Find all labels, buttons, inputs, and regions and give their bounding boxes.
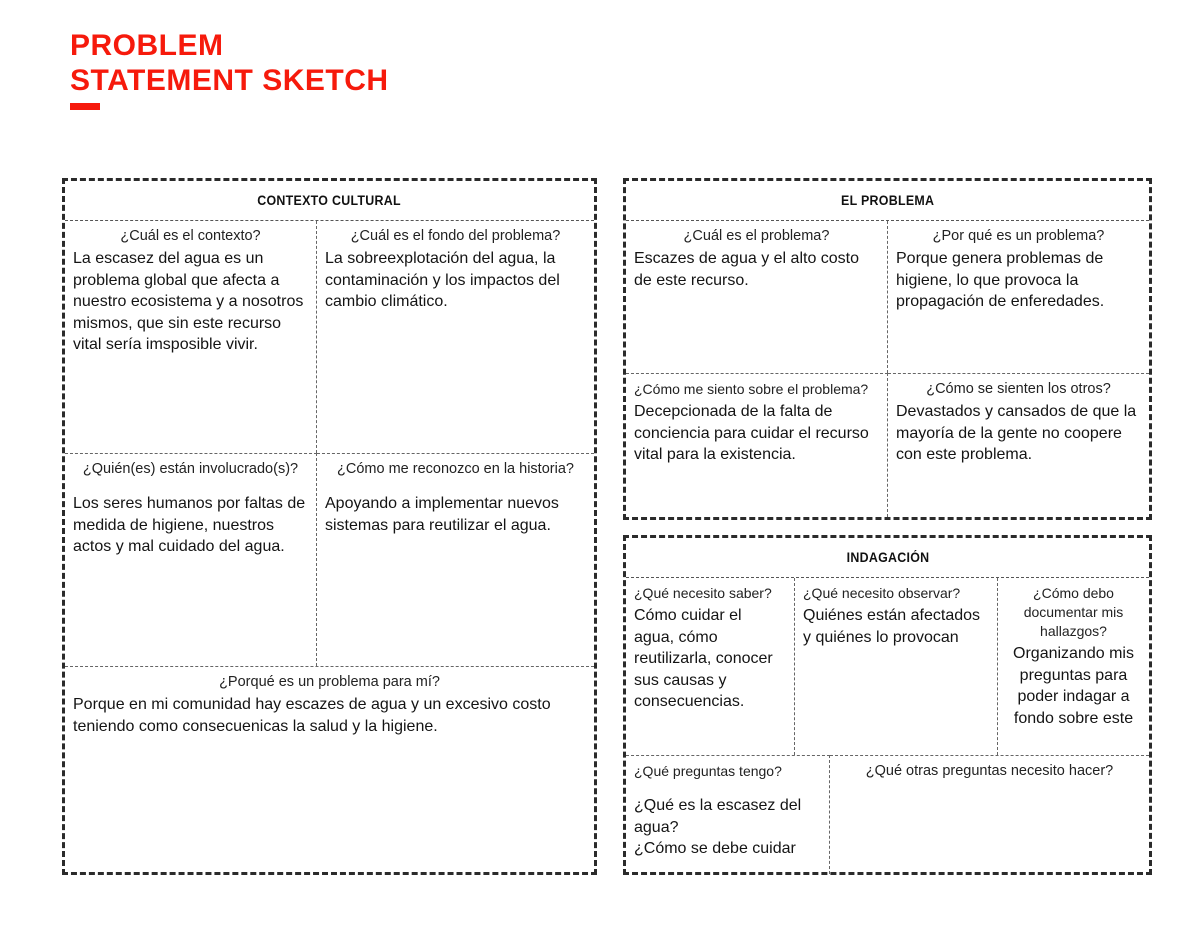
panel-indagacion: INDAGACIÓN ¿Qué necesito saber? Cómo cui… xyxy=(623,535,1152,875)
panel-problema-header: EL PROBLEMA xyxy=(626,181,1149,221)
cell-como-me-reconozco-en-la-historia[interactable]: ¿Cómo me reconozco en la historia? Apoya… xyxy=(317,453,594,666)
answer-text: ¿Qué es la escasez del agua? ¿Cómo se de… xyxy=(634,797,802,857)
cell-por-que-es-un-problema[interactable]: ¿Por qué es un problema? Porque genera p… xyxy=(888,221,1149,373)
answer-text: La sobreexplotación del agua, la contami… xyxy=(325,250,560,310)
answer-text: Devastados y cansados de que la mayoría … xyxy=(896,403,1137,463)
question-label: ¿Cómo debo documentar mis hallazgos? xyxy=(1023,585,1124,639)
panel-contexto-title: CONTEXTO CULTURAL xyxy=(257,193,402,208)
answer-text: Cómo cuidar el agua, cómo reutilizarla, … xyxy=(634,607,773,710)
answer-text: Quiénes están afectados y quiénes lo pro… xyxy=(803,607,981,646)
panel-indagacion-title: INDAGACIÓN xyxy=(846,550,929,565)
answer-text: Escazes de agua y el alto costo de este … xyxy=(634,250,860,289)
panel-indagacion-header: INDAGACIÓN xyxy=(626,538,1149,578)
panel-contexto-header: CONTEXTO CULTURAL xyxy=(65,181,594,221)
cell-cual-es-el-problema[interactable]: ¿Cuál es el problema? Escazes de agua y … xyxy=(626,221,888,373)
question-label: ¿Quién(es) están involucrado(s)? xyxy=(82,461,299,477)
cell-como-se-sienten-los-otros[interactable]: ¿Cómo se sienten los otros? Devastados y… xyxy=(888,373,1149,517)
question-label: ¿Cuál es el fondo del problema? xyxy=(350,228,561,244)
answer-text: Decepcionada de la falta de conciencia p… xyxy=(634,403,869,463)
question-label: ¿Cuál es el problema? xyxy=(683,228,830,244)
question-label: ¿Porqué es un problema para mí? xyxy=(219,674,440,690)
question-label: ¿Qué otras preguntas necesito hacer? xyxy=(865,763,1114,779)
cell-que-necesito-observar[interactable]: ¿Qué necesito observar? Quiénes están af… xyxy=(795,578,998,755)
question-label: ¿Qué necesito observar? xyxy=(803,585,961,601)
question-label: ¿Cómo me reconozco en la historia? xyxy=(337,461,574,477)
page-title-line-2: STATEMENT SKETCH xyxy=(70,64,389,97)
page-title: PROBLEM STATEMENT SKETCH xyxy=(70,28,770,110)
answer-text: La escasez del agua es un problema globa… xyxy=(73,250,304,353)
cell-quienes-estan-involucrados[interactable]: ¿Quién(es) están involucrado(s)? Los ser… xyxy=(65,453,317,666)
panel-contexto-cultural: CONTEXTO CULTURAL ¿Cuál es el contexto? … xyxy=(62,178,597,875)
cell-que-otras-preguntas-necesito-hacer[interactable]: ¿Qué otras preguntas necesito hacer? xyxy=(830,755,1149,874)
answer-text: Organizando mis preguntas para poder ind… xyxy=(1013,645,1134,727)
page-title-line-1: PROBLEM xyxy=(70,29,224,62)
question-label: ¿Por qué es un problema? xyxy=(932,228,1105,244)
cell-cual-es-el-contexto[interactable]: ¿Cuál es el contexto? La escasez del agu… xyxy=(65,221,317,453)
cell-que-preguntas-tengo[interactable]: ¿Qué preguntas tengo? ¿Qué es la escasez… xyxy=(626,755,830,874)
question-label: ¿Cómo se sienten los otros? xyxy=(926,381,1111,397)
title-underline-rule xyxy=(70,103,100,110)
cell-cual-es-el-fondo-del-problema[interactable]: ¿Cuál es el fondo del problema? La sobre… xyxy=(317,221,594,453)
question-label: ¿Cómo me siento sobre el problema? xyxy=(634,381,869,397)
panel-problema-title: EL PROBLEMA xyxy=(840,193,935,208)
answer-text: Porque en mi comunidad hay escazes de ag… xyxy=(73,696,551,735)
cell-que-necesito-saber[interactable]: ¿Qué necesito saber? Cómo cuidar el agua… xyxy=(626,578,795,755)
question-label: ¿Cuál es el contexto? xyxy=(120,228,261,244)
answer-text: Los seres humanos por faltas de medida d… xyxy=(73,495,306,555)
cell-porque-es-un-problema-para-mi[interactable]: ¿Porqué es un problema para mí? Porque e… xyxy=(65,666,594,872)
panel-el-problema: EL PROBLEMA ¿Cuál es el problema? Escaze… xyxy=(623,178,1152,520)
question-label: ¿Qué necesito saber? xyxy=(634,585,772,601)
cell-como-debo-documentar-mis-hallazgos[interactable]: ¿Cómo debo documentar mis hallazgos? Org… xyxy=(998,578,1149,755)
question-label: ¿Qué preguntas tengo? xyxy=(634,763,782,779)
cell-como-me-siento-sobre-el-problema[interactable]: ¿Cómo me siento sobre el problema? Decep… xyxy=(626,373,888,517)
answer-text: Apoyando a implementar nuevos sistemas p… xyxy=(325,495,559,534)
answer-text: Porque genera problemas de higiene, lo q… xyxy=(896,250,1105,310)
